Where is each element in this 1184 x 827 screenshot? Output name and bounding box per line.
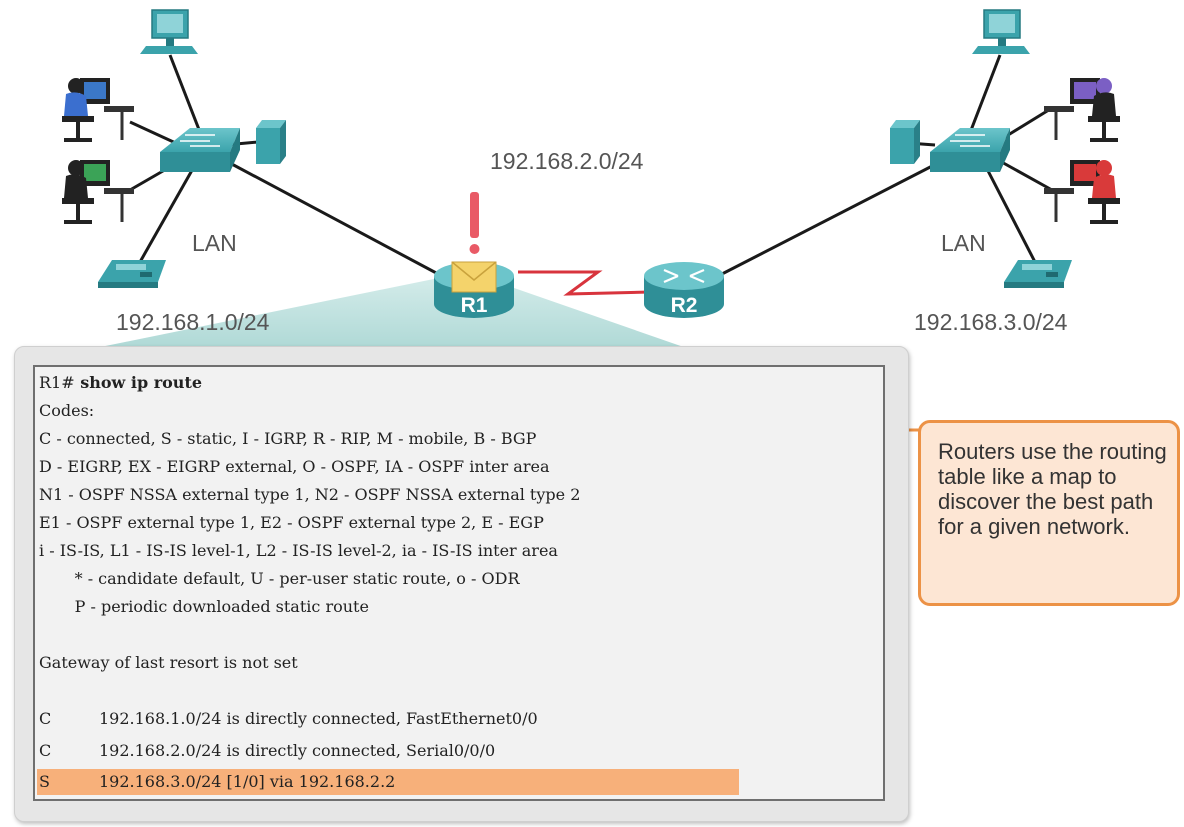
highlighted-route [37, 769, 739, 795]
left-pc-icon [140, 9, 198, 54]
callout-text: Routers use the routing table like a map… [938, 439, 1167, 539]
route-code: S [39, 772, 50, 791]
left-server-icon [256, 120, 286, 164]
codes-line: P - periodic downloaded static route [39, 597, 369, 616]
left-workstation-blue-icon [62, 78, 134, 142]
zoom-wedge [76, 272, 698, 352]
right-workstation-red-icon [1044, 160, 1120, 224]
right-pc-icon [972, 9, 1030, 54]
codes-line: N1 - OSPF NSSA external type 1, N2 - OSP… [39, 485, 581, 504]
right-phone-icon [1004, 260, 1072, 288]
right-lan-label: LAN [941, 230, 986, 256]
serial-link [518, 270, 651, 296]
codes-line: E1 - OSPF external type 1, E2 - OSPF ext… [39, 513, 544, 532]
route-text: 192.168.1.0/24 is directly connected, Fa… [99, 709, 538, 728]
left-workstation-green-icon [62, 160, 134, 224]
left-subnet-label: 192.168.1.0/24 [116, 309, 270, 335]
router-r2-label: R2 [671, 294, 698, 317]
terminal-command-line: R1# show ip route [39, 369, 885, 397]
route-code: C [39, 741, 52, 760]
alert-icon [469, 192, 480, 254]
middle-subnet-label: 192.168.2.0/24 [490, 148, 644, 174]
right-subnet-label: 192.168.3.0/24 [914, 309, 1068, 335]
right-server-icon [890, 120, 920, 164]
route-text: 192.168.2.0/24 is directly connected, Se… [99, 741, 496, 760]
right-workstation-purple-icon [1044, 78, 1120, 142]
codes-line: C - connected, S - static, I - IGRP, R -… [39, 429, 537, 448]
left-lan-label: LAN [192, 230, 237, 256]
terminal-output: R1# show ip route Codes: C - connected, … [33, 365, 885, 801]
callout-box: Routers use the routing table like a map… [918, 420, 1180, 606]
router-r1-label: R1 [461, 294, 488, 317]
codes-line: * - candidate default, U - per-user stat… [39, 569, 520, 588]
left-phone-icon [98, 260, 166, 288]
route-row-highlighted: S 192.168.3.0/24 [1/0] via 192.168.2.2 [39, 768, 885, 796]
terminal-command: show ip route [74, 373, 203, 392]
codes-line: D - EIGRP, EX - EIGRP external, O - OSPF… [39, 457, 550, 476]
terminal-prompt: R1# [39, 373, 75, 392]
route-row: C 192.168.2.0/24 is directly connected, S… [39, 737, 885, 765]
route-text: 192.168.3.0/24 [1/0] via 192.168.2.2 [99, 772, 396, 791]
gateway-line: Gateway of last resort is not set [39, 653, 298, 672]
router-r1-icon [434, 261, 514, 318]
codes-line: i - IS-IS, L1 - IS-IS level-1, L2 - IS-I… [39, 541, 558, 560]
router-r2-icon [644, 262, 724, 318]
route-row: C 192.168.1.0/24 is directly connected, F… [39, 705, 885, 733]
terminal-window: R1# show ip route Codes: C - connected, … [14, 346, 909, 822]
right-switch-icon [930, 128, 1010, 172]
route-code: C [39, 709, 52, 728]
left-switch-icon [160, 128, 240, 172]
codes-line: Codes: [39, 401, 95, 420]
